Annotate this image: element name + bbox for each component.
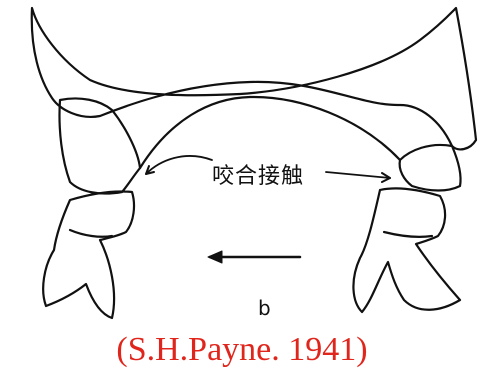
right-upper-tooth xyxy=(400,145,461,191)
direction-arrowhead xyxy=(208,251,222,263)
right-lower-tooth xyxy=(353,188,460,312)
occlusal-contact-label: 咬合接触 xyxy=(212,158,304,190)
right-contact-leader xyxy=(326,172,390,178)
left-contact-leader xyxy=(146,156,212,174)
citation: (S.H.Payne. 1941) xyxy=(0,330,484,370)
upper-denture-outline xyxy=(32,8,476,149)
panel-label: b xyxy=(258,296,271,320)
left-lower-tooth xyxy=(43,191,134,318)
left-lower-tooth-groove xyxy=(70,230,112,237)
right-lower-tooth-groove xyxy=(384,232,432,237)
